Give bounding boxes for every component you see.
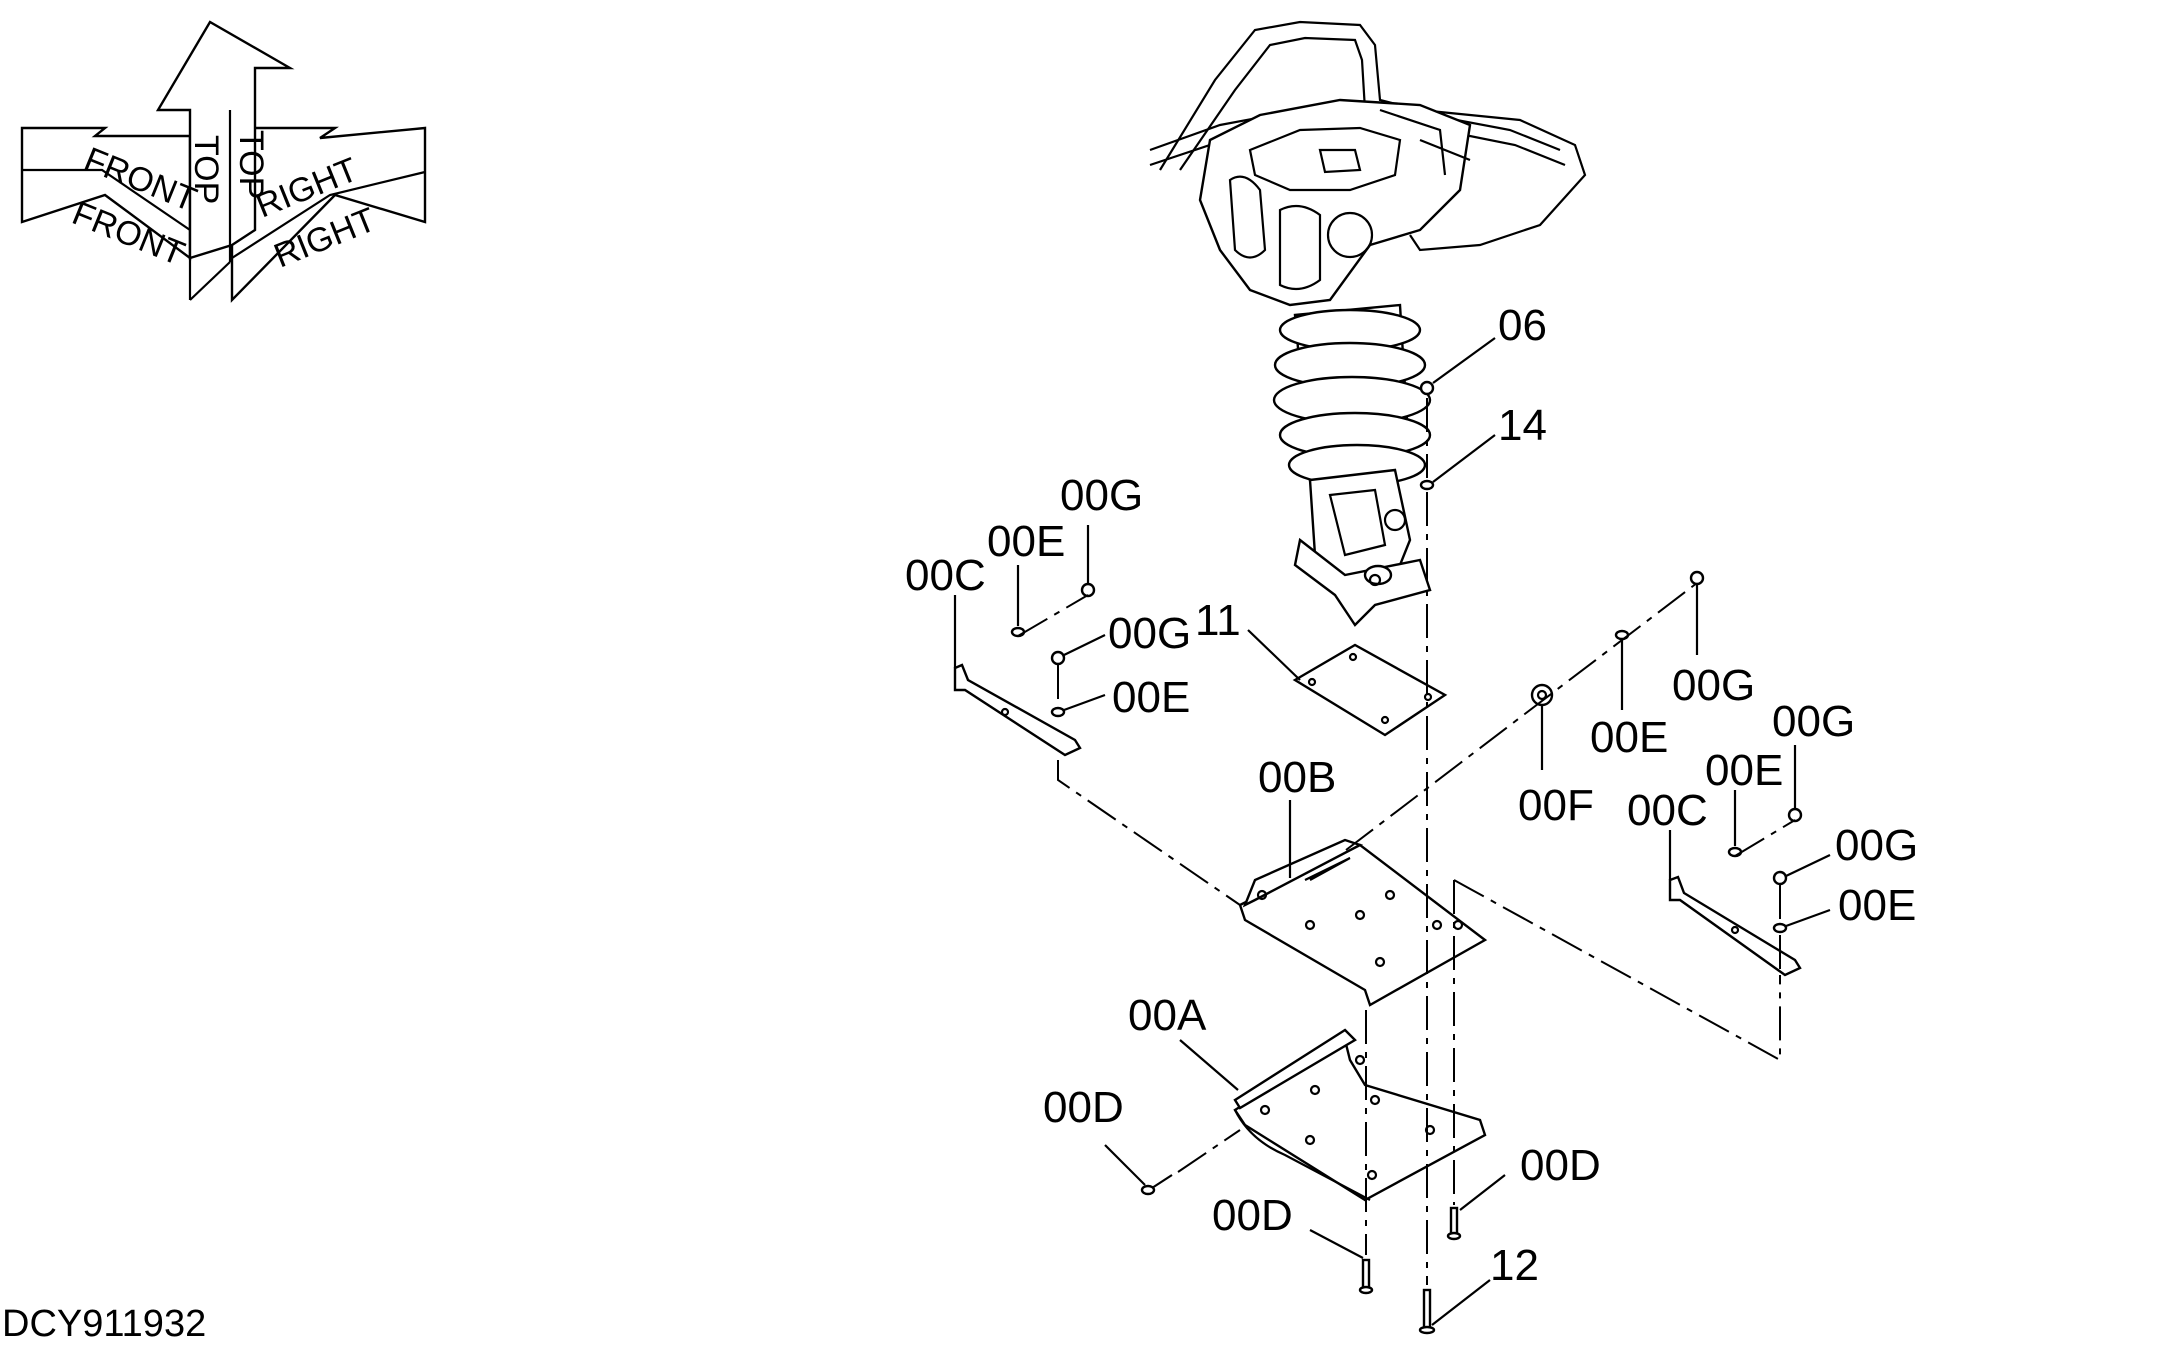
part-00B-plate <box>1238 838 1488 1007</box>
callout-00G-right-bottom: 00G <box>1835 821 1918 870</box>
orientation-compass: FRONT FRONT TOP TOP RIGHT RIGHT <box>20 20 427 303</box>
callout-00C-left: 00C <box>905 551 986 600</box>
callout-00G-left-bottom: 00G <box>1108 609 1191 658</box>
callout-labels: 06 14 00G 00E 00C 00G 00E 11 00B 00G 00E… <box>905 301 1918 1290</box>
fastener-06-nut <box>1419 380 1435 396</box>
engine-block <box>1198 98 1472 307</box>
callout-00G-right-mid: 00G <box>1772 697 1855 746</box>
callout-00E-right-bottom: 00E <box>1838 881 1916 930</box>
fastener-14-washer <box>1419 479 1435 491</box>
bolt-00D-bottom <box>1358 1258 1374 1295</box>
compass-top-label-left: TOP <box>187 135 225 204</box>
callout-12: 12 <box>1490 1241 1539 1290</box>
callout-00C-right: 00C <box>1627 786 1708 835</box>
callout-00F: 00F <box>1518 781 1594 830</box>
top-arrow <box>155 20 295 260</box>
callout-00E-right-top: 00E <box>1590 713 1668 762</box>
part-11-plate <box>1292 643 1448 737</box>
compass-top-label-right: TOP <box>232 130 270 199</box>
callout-00G-left-top: 00G <box>1060 471 1143 520</box>
leader-lines <box>953 337 1831 1326</box>
part-00C-left-bracket <box>953 663 1082 757</box>
callout-00G-right-top: 00G <box>1672 661 1755 710</box>
callout-00E-right-mid: 00E <box>1705 746 1783 795</box>
assembly-lines <box>1017 398 1796 1285</box>
callout-06: 06 <box>1498 301 1547 350</box>
bolt-12 <box>1418 1288 1436 1335</box>
callout-11: 11 <box>1195 596 1241 645</box>
part-11-holes <box>1307 652 1433 725</box>
document-code: DCY911932 <box>2 1303 206 1345</box>
callout-14: 14 <box>1498 401 1547 450</box>
callout-00D-bottom: 00D <box>1212 1191 1293 1240</box>
callout-00E-left-bottom: 00E <box>1112 673 1190 722</box>
bolt-00D-right <box>1446 1206 1462 1241</box>
fasteners <box>1010 380 1803 1335</box>
part-00A-plate <box>1233 1028 1487 1202</box>
callout-00E-left-top: 00E <box>987 517 1065 566</box>
callout-00B: 00B <box>1258 753 1336 802</box>
bellows <box>1272 303 1432 487</box>
bolt-00D-left <box>1140 1174 1173 1196</box>
right-arrow <box>230 126 427 303</box>
callout-00D-left: 00D <box>1043 1083 1124 1132</box>
callout-00A: 00A <box>1128 991 1207 1040</box>
callout-00D-right: 00D <box>1520 1141 1601 1190</box>
rammer-machine <box>1149 20 1587 627</box>
